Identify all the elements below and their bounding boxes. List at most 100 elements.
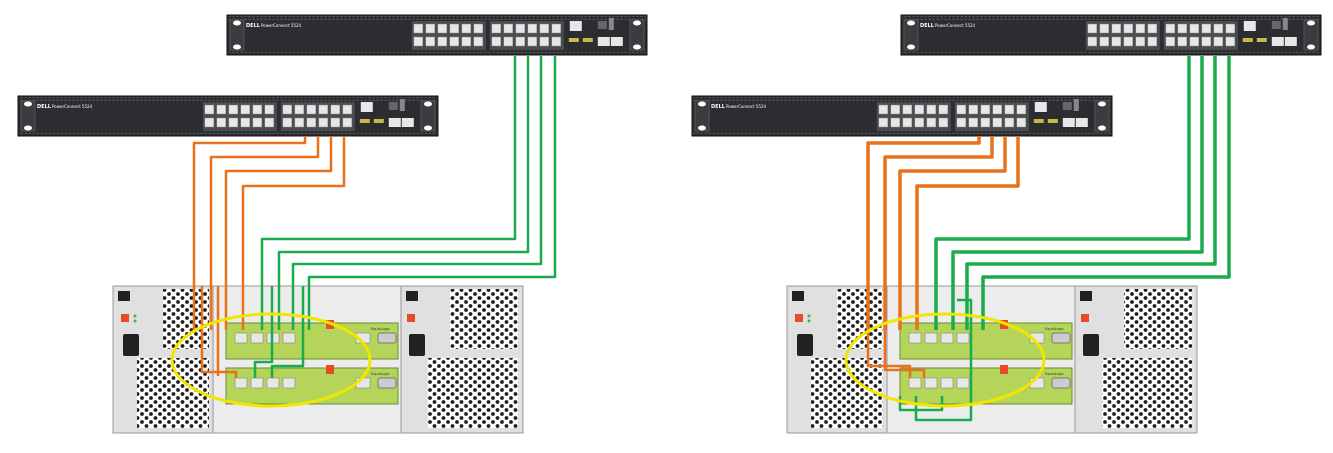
ethernet-port-icon [940,332,954,344]
usb-port-icon [1047,119,1058,123]
ethernet-port-icon [914,104,925,115]
ethernet-port-icon [1087,36,1098,47]
serial-port-icon [1051,332,1071,344]
ethernet-port-icon [908,377,922,389]
ethernet-port-icon [956,104,967,115]
switch-vent-strip [19,97,437,101]
ethernet-port-icon [240,117,251,128]
ethernet-port-icon [908,332,922,344]
power-socket-icon [123,334,139,356]
green-cable [981,56,1231,330]
sfp-port-icon [1062,118,1075,127]
psu-status-led [407,314,415,322]
ethernet-port-icon [234,377,248,389]
status-led-panel [597,21,607,29]
ethernet-port-icon [1135,23,1146,34]
led [807,319,811,323]
power-socket-icon [797,334,813,356]
ethernet-port-icon [318,117,329,128]
green-cable [934,56,1191,330]
ethernet-port-icon [240,104,251,115]
ethernet-port-icon [250,377,264,389]
ethernet-port-icon [956,377,970,389]
psu-status-led [121,314,129,322]
mount-hole [1307,20,1315,26]
ethernet-port-icon [551,23,562,34]
power-switch-icon [406,291,418,301]
orange-cable [224,136,333,330]
sfp-port-icon [1271,37,1284,46]
ethernet-port-icon [527,36,538,47]
port-group [1163,21,1238,50]
rack-ear-right [1303,19,1319,51]
rack-ear-left [20,100,36,132]
orange-cable [866,286,912,378]
rack-ear-right [420,100,436,132]
power-switch-icon [1080,291,1092,301]
sfp-port-icon [610,37,623,46]
mount-hole [24,101,32,107]
led [807,314,811,318]
ethernet-port-icon [992,104,1003,115]
switch-brand: DELL [246,23,261,29]
switch-vent-strip [228,16,646,20]
ethernet-port-icon [1004,104,1015,115]
ethernet-port-icon [228,117,239,128]
switch-vent-strip [693,97,1111,101]
ethernet-port-icon [539,36,550,47]
sfp-port-icon [1284,37,1297,46]
ethernet-port-icon [1225,23,1236,34]
ethernet-port-icon [491,23,502,34]
fan-grille [837,289,883,349]
usb-port-icon [373,119,384,123]
green-cable [965,56,1217,330]
usb-port-icon [1033,119,1044,123]
ethernet-port-icon [515,36,526,47]
port-group [411,21,486,50]
ethernet-port-icon [216,117,227,128]
green-cable [260,56,517,330]
ethernet-port-icon [1189,23,1200,34]
ethernet-port-icon [878,117,889,128]
usb-port-icon [1242,38,1253,42]
status-led-panel [1271,21,1281,29]
ethernet-port-icon [515,23,526,34]
orange-cable [915,136,1020,330]
ethernet-port-icon [342,117,353,128]
ethernet-port-icon [956,332,970,344]
fan-grille [450,289,518,349]
usb-port-icon [1256,38,1267,42]
ethernet-port-icon [503,36,514,47]
mount-hole [907,44,915,50]
status-led-panel [1073,99,1079,111]
switch-vent-strip [902,50,1320,54]
port-group [954,102,1029,131]
ethernet-port-icon [1016,117,1027,128]
green-cable [253,286,274,378]
ethernet-port-icon [1111,23,1122,34]
ethernet-port-icon [924,377,938,389]
ethernet-port-icon [413,23,424,34]
ethernet-port-icon [216,104,227,115]
ethernet-port-icon [252,104,263,115]
ethernet-port-icon [539,23,550,34]
led [133,314,137,318]
console-port-icon [569,21,582,31]
green-cable [898,396,944,412]
status-led-panel [1282,18,1288,30]
ethernet-port-icon [449,36,460,47]
power-socket-icon [409,334,425,356]
fan-grille [1124,289,1192,349]
ethernet-port-icon [938,117,949,128]
ethernet-port-icon [924,332,938,344]
ethernet-port-icon [878,104,889,115]
ethernet-port-icon [980,117,991,128]
ethernet-port-icon [968,117,979,128]
ethernet-port-icon [252,117,263,128]
ethernet-port-icon [890,117,901,128]
status-led-panel [1062,102,1072,110]
psu-status-led [1081,314,1089,322]
